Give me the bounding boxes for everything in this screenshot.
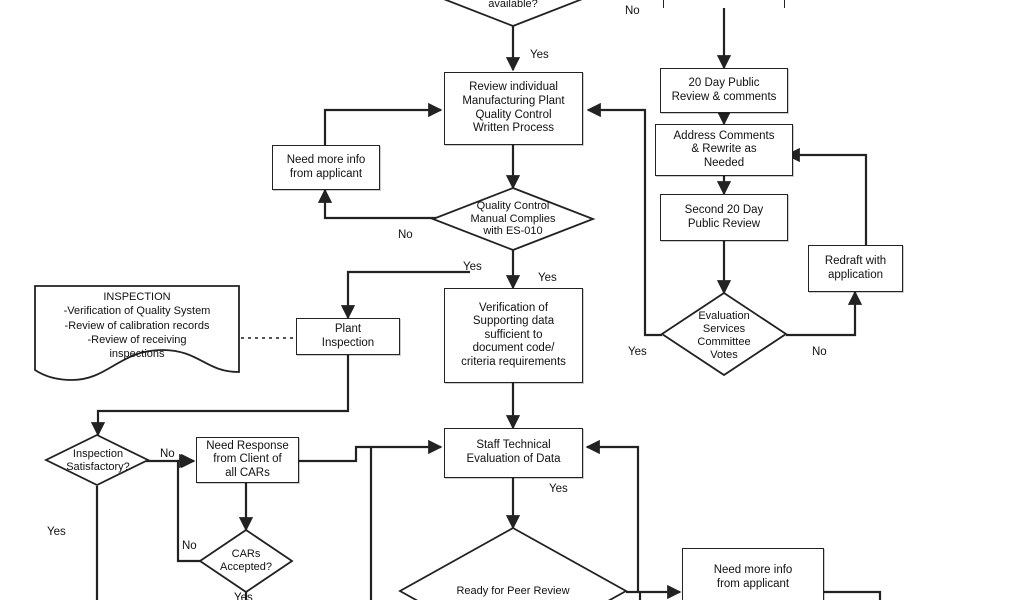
edge-votes-no-to-redraft (786, 290, 863, 337)
edge-votes-yes-to-review (586, 102, 662, 337)
edge-label-qc-no: No (398, 229, 413, 241)
edge-needinfo2-to-staff (585, 439, 640, 592)
process-review-line-4: Written Process (473, 122, 554, 135)
need-response-line-1: Need Response (206, 439, 289, 452)
process-top-right-clipped[interactable] (663, 0, 785, 8)
decision-ready-for-peer-review[interactable]: Ready for Peer Review (428, 580, 598, 600)
verification-line-1: Verification of (478, 301, 549, 314)
verification-line-5: criteria requirements (461, 355, 566, 368)
decision-evaluation-services-committee-votes[interactable]: Evaluation Services Committee Votes (672, 305, 776, 367)
edge-needinfo-to-review (323, 102, 443, 145)
redraft-line-2: application (828, 268, 883, 281)
edge-qc-no-to-needinfo (317, 188, 444, 220)
address-comments-line-1: Address Comments (673, 129, 775, 142)
decision-cars-accepted[interactable]: CARs Accepted? (208, 546, 284, 576)
edge-needresp-to-staff (299, 439, 443, 463)
process-verification-supporting-data[interactable]: Verification of Supporting data sufficie… (444, 288, 583, 383)
need-more-info-top-line-2: from applicant (289, 167, 363, 180)
cars-line-2: Accepted? (220, 561, 272, 573)
peer-review-label: Ready for Peer Review (456, 584, 570, 597)
cars-line-1: CARs (231, 548, 261, 561)
decision-evaluation-criteria-label: Evaluation Criteria available? (488, 0, 538, 10)
need-more-info-top-line-1: Need more info (286, 153, 366, 166)
decision-quality-control-manual-complies[interactable]: Quality Control Manual Complies with ES-… (437, 195, 589, 243)
votes-line-3: Committee (697, 336, 751, 348)
note-inspection-details: INSPECTION -Verification of Quality Syst… (35, 290, 239, 361)
qc-decision-line-3: with ES-010 (483, 225, 543, 238)
verification-line-3: sufficient to (484, 328, 543, 341)
edge-label-qc-yes-right: Yes (538, 272, 557, 284)
edge-label-cars-yes: Yes (234, 592, 253, 600)
inspection-note-bullet-4: inspections (109, 348, 165, 361)
inspection-note-bullet-3: -Review of receiving (87, 333, 187, 346)
process-20-day-public-review[interactable]: 20 Day Public Review & comments (660, 68, 788, 113)
process-review-line-2: Manufacturing Plant (462, 94, 565, 107)
edge-label-qc-yes-left: Yes (463, 261, 482, 273)
qc-decision-line-1: Quality Control (476, 199, 550, 212)
public-review-line-2: Review & comments (671, 90, 777, 103)
need-more-info-bottom-line-2: from applicant (716, 578, 790, 590)
second-20day-line-2: Public Review (687, 217, 761, 230)
edge-redraft-to-address (785, 147, 868, 245)
staff-eval-line-1: Staff Technical (476, 439, 551, 452)
process-staff-technical-evaluation[interactable]: Staff Technical Evaluation of Data (444, 428, 583, 478)
edge-label-votes-no: No (812, 346, 827, 358)
edge-needinfo2-right (824, 590, 882, 600)
decision-inspection-satisfactory[interactable]: Inspection Satisfactory? (43, 446, 153, 476)
edge-label-criteria-yes: Yes (530, 49, 549, 61)
need-more-info-bottom-line-1: Need more info (713, 564, 793, 577)
redraft-line-1: Redraft with (824, 254, 887, 267)
address-comments-line-2: & Rewrite as (691, 143, 757, 156)
need-response-line-2: from Client of (213, 453, 282, 466)
process-need-response-from-client[interactable]: Need Response from Client of all CARs (196, 437, 299, 483)
process-need-more-info-from-applicant-bottom[interactable]: Need more info from applicant (682, 548, 824, 600)
edge-label-votes-yes: Yes (628, 346, 647, 358)
verification-line-4: document code/ (472, 342, 555, 355)
inspsat-line-1: Inspection (72, 448, 124, 461)
inspection-note-bullet-2: -Review of calibration records (64, 319, 210, 332)
verification-line-2: Supporting data (472, 315, 555, 328)
need-response-line-3: all CARs (225, 466, 270, 479)
edge-label-inspection-no: No (160, 448, 175, 460)
second-20day-line-1: Second 20 Day (684, 203, 764, 216)
process-review-line-3: Quality Control (475, 108, 552, 121)
edge-label-top-no: No (625, 5, 640, 17)
qc-decision-line-2: Manual Complies (470, 212, 556, 225)
staff-eval-line-2: Evaluation of Data (466, 453, 561, 465)
plant-inspection-line-2: Inspection (321, 336, 375, 349)
process-address-comments-rewrite[interactable]: Address Comments & Rewrite as Needed (655, 124, 793, 176)
address-comments-line-3: Needed (703, 156, 745, 169)
inspection-note-bullet-1: -Verification of Quality System (63, 305, 211, 318)
edge-label-staff-yes: Yes (549, 483, 568, 495)
process-need-more-info-from-applicant-top[interactable]: Need more info from applicant (272, 145, 380, 190)
votes-line-2: Services (702, 323, 746, 336)
inspsat-line-2: Satisfactory? (66, 461, 130, 473)
votes-line-4: Votes (710, 348, 738, 361)
edge-plant-to-inspsat (90, 355, 350, 437)
inspection-note-heading: INSPECTION (103, 291, 171, 303)
process-review-line-1: Review individual (469, 81, 558, 94)
edge-label-inspection-yes: Yes (47, 526, 66, 538)
decision-evaluation-criteria-available[interactable]: Evaluation Criteria available? (441, 0, 585, 26)
plant-inspection-line-1: Plant (334, 322, 362, 335)
process-second-20-day-public-review[interactable]: Second 20 Day Public Review (660, 194, 788, 241)
process-redraft-with-application[interactable]: Redraft with application (808, 245, 903, 292)
process-review-individual-manufacturing-plant[interactable]: Review individual Manufacturing Plant Qu… (444, 72, 583, 145)
process-plant-inspection[interactable]: Plant Inspection (296, 318, 400, 355)
votes-line-1: Evaluation (698, 310, 750, 323)
public-review-line-1: 20 Day Public (688, 76, 760, 89)
edge-label-cars-no: No (182, 540, 197, 552)
